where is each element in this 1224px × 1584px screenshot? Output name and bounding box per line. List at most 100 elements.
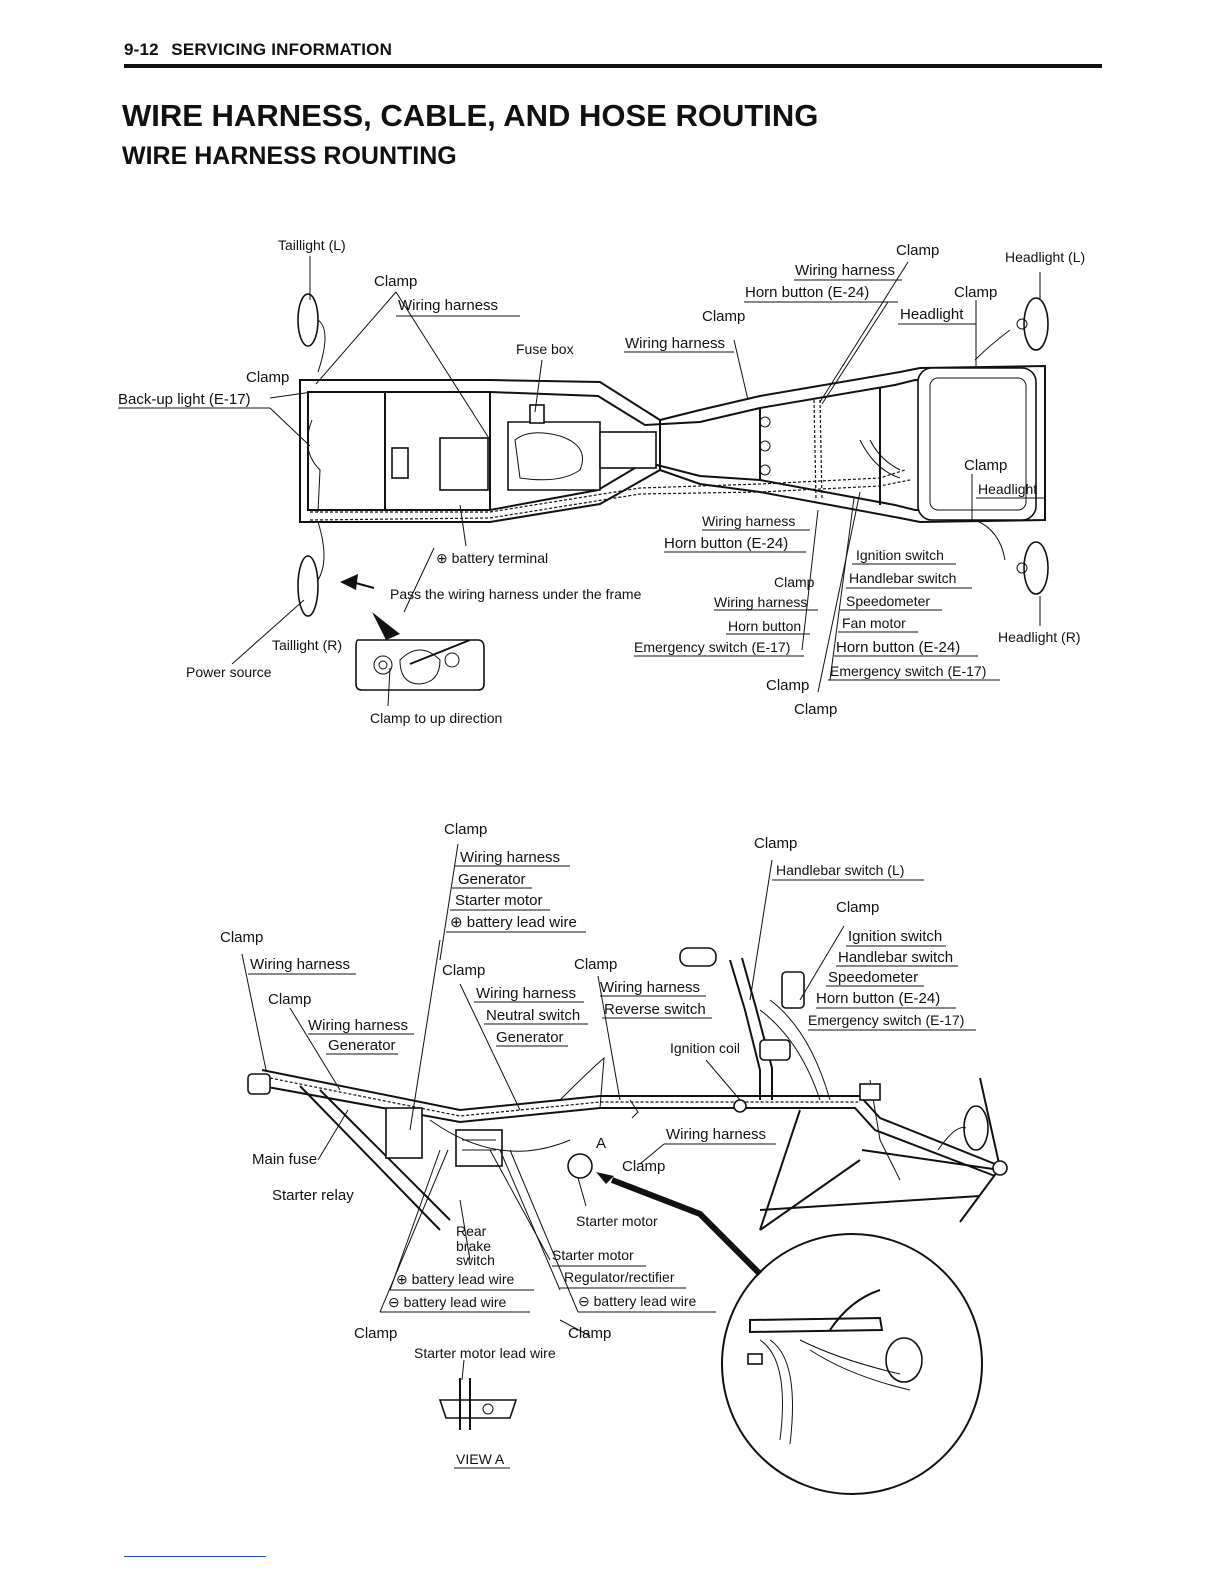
label-battery-terminal: ⊕ battery terminal <box>436 550 548 566</box>
taillight-l-drawing <box>297 293 326 373</box>
label-horn-button: Horn button (E-24) <box>816 990 940 1007</box>
label-starter-motor: Starter motor <box>455 892 543 909</box>
label-clamp: Clamp <box>774 574 815 590</box>
label-emergency-switch: Emergency switch (E-17) <box>830 663 986 679</box>
page-header: 9-12 SERVICING INFORMATION <box>124 40 1102 68</box>
page-subtitle: WIRE HARNESS ROUNTING <box>122 142 457 170</box>
label-clamp: Clamp <box>354 1325 397 1342</box>
label-pass-harness: Pass the wiring harness under the frame <box>390 586 642 602</box>
headlight-l-drawing <box>1016 297 1049 351</box>
label-handlebar-switch: Handlebar switch <box>849 570 956 586</box>
label-wiring-harness: Wiring harness <box>460 849 560 866</box>
label-handlebar-switch-l: Handlebar switch (L) <box>776 862 904 878</box>
label-wiring-harness: Wiring harness <box>714 594 807 610</box>
label-reverse-switch: Reverse switch <box>604 1001 706 1018</box>
label-horn-button: Horn button (E-24) <box>664 535 788 552</box>
label-clamp: Clamp <box>964 457 1007 474</box>
detail-circle-view <box>721 1233 983 1495</box>
label-wiring-harness: Wiring harness <box>600 979 700 996</box>
label-horn-button: Horn button (E-24) <box>836 639 960 656</box>
label-clamp: Clamp <box>794 701 837 718</box>
label-wiring-harness: Wiring harness <box>476 985 576 1002</box>
label-generator: Generator <box>328 1037 396 1054</box>
label-battery-lead: ⊕ battery lead wire <box>396 1271 515 1287</box>
label-switch: switch <box>456 1252 495 1268</box>
label-neutral-switch: Neutral switch <box>486 1007 580 1024</box>
bottom-labels: Clamp Wiring harness Generator Starter m… <box>220 821 964 1467</box>
label-starter-motor: Starter motor <box>552 1247 634 1263</box>
label-fan-motor: Fan motor <box>842 615 906 631</box>
pass-under-arrow <box>340 574 400 640</box>
headlight-r-drawing <box>1016 541 1049 595</box>
label-headlight-r: Headlight (R) <box>998 629 1080 645</box>
label-starter-lead: Starter motor lead wire <box>414 1345 556 1361</box>
label-generator: Generator <box>496 1029 564 1046</box>
label-ignition-coil: Ignition coil <box>670 1040 740 1056</box>
label-view-a: VIEW A <box>456 1451 505 1467</box>
label-backup-light: Back-up light (E-17) <box>118 391 251 408</box>
label-speedometer: Speedometer <box>828 969 918 986</box>
label-wiring-harness: Wiring harness <box>702 513 795 529</box>
side-frame-drawing <box>247 947 1008 1231</box>
label-taillight-r: Taillight (R) <box>272 637 342 653</box>
label-wiring-harness: Wiring harness <box>250 956 350 973</box>
label-clamp: Clamp <box>568 1325 611 1342</box>
label-ignition-switch: Ignition switch <box>856 547 944 563</box>
label-starter-motor: Starter motor <box>576 1213 658 1229</box>
label-clamp: Clamp <box>574 956 617 973</box>
label-battery-lead: ⊕ battery lead wire <box>450 914 577 931</box>
footer-rule <box>124 1556 266 1557</box>
label-main-fuse: Main fuse <box>252 1151 317 1168</box>
label-clamp: Clamp <box>954 284 997 301</box>
label-horn-button: Horn button (E-24) <box>745 284 869 301</box>
label-clamp: Clamp <box>836 899 879 916</box>
label-clamp: Clamp <box>374 273 417 290</box>
label-wiring-harness: Wiring harness <box>308 1017 408 1034</box>
top-frame-drawing <box>299 329 1046 561</box>
label-fuse-box: Fuse box <box>516 341 574 357</box>
label-handlebar-switch: Handlebar switch <box>838 949 953 966</box>
label-horn-button: Horn button <box>728 618 801 634</box>
label-emergency-switch: Emergency switch (E-17) <box>634 639 790 655</box>
label-clamp: Clamp <box>896 242 939 259</box>
label-neg-battery-lead: ⊖ battery lead wire <box>578 1293 697 1309</box>
label-regulator: Regulator/rectifier <box>564 1269 675 1285</box>
label-clamp: Clamp <box>268 991 311 1008</box>
label-clamp: Clamp <box>246 369 289 386</box>
label-rear: Rear <box>456 1223 487 1239</box>
label-taillight-l: Taillight (L) <box>278 237 346 253</box>
label-neg-battery-lead: ⊖ battery lead wire <box>388 1294 507 1310</box>
starter-detail-arrow <box>596 1172 763 1277</box>
top-labels: Taillight (L) Clamp Wiring harness Fuse … <box>118 237 1085 726</box>
label-starter-relay: Starter relay <box>272 1187 354 1204</box>
label-speedometer: Speedometer <box>846 593 930 609</box>
top-leader-lines <box>118 256 1044 707</box>
label-headlight: Headlight <box>900 306 964 323</box>
label-clamp: Clamp <box>442 962 485 979</box>
page-title: WIRE HARNESS, CABLE, AND HOSE ROUTING <box>122 98 819 133</box>
view-a-drawing <box>438 1378 518 1430</box>
label-clamp: Clamp <box>622 1158 665 1175</box>
label-clamp: Clamp <box>444 821 487 838</box>
label-headlight-l: Headlight (L) <box>1005 249 1085 265</box>
label-brake: brake <box>456 1238 491 1254</box>
label-wiring-harness: Wiring harness <box>398 297 498 314</box>
label-headlight: Headlight <box>978 481 1037 497</box>
bottom-leader-lines <box>241 843 976 1469</box>
label-clamp-up: Clamp to up direction <box>370 710 502 726</box>
page-number: 9-12 <box>124 40 159 59</box>
label-clamp: Clamp <box>766 677 809 694</box>
clamp-detail-view <box>355 639 485 691</box>
label-view-a-mark: A <box>596 1135 606 1152</box>
section-title: SERVICING INFORMATION <box>171 40 393 59</box>
label-wiring-harness: Wiring harness <box>666 1126 766 1143</box>
label-wiring-harness: Wiring harness <box>795 262 895 279</box>
label-clamp: Clamp <box>754 835 797 852</box>
label-ignition-switch: Ignition switch <box>848 928 942 945</box>
label-clamp: Clamp <box>702 308 745 325</box>
label-generator: Generator <box>458 871 526 888</box>
label-wiring-harness: Wiring harness <box>625 335 725 352</box>
label-clamp: Clamp <box>220 929 263 946</box>
header-rule <box>124 64 1102 68</box>
